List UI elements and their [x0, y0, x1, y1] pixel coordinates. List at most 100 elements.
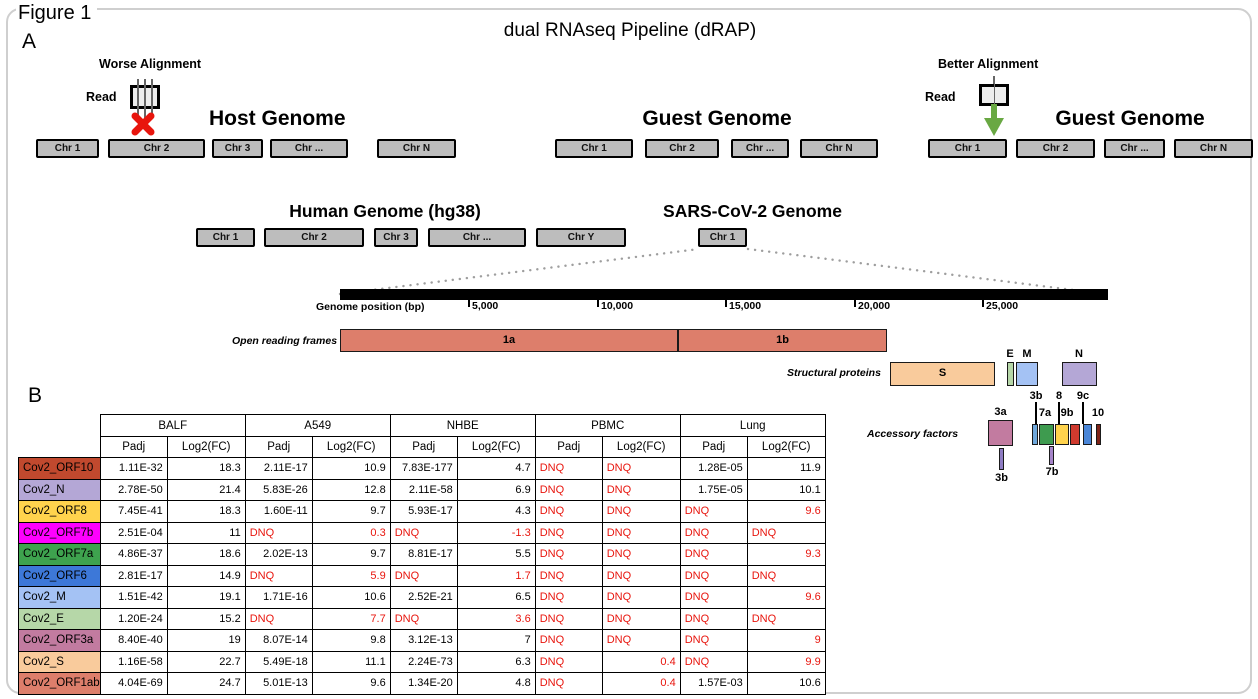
value-cell: 9.3	[746, 543, 826, 566]
accessory-3b-label: 3b	[1029, 390, 1043, 402]
value-cell: 1.60E-11	[244, 500, 313, 523]
value-cell: 2.11E-58	[389, 478, 458, 501]
value-cell: 9.6	[746, 500, 826, 523]
worse-alignment-caption: Worse Alignment	[99, 57, 202, 71]
value-cell: DNQ	[244, 607, 313, 630]
value-cell: 9.7	[311, 543, 391, 566]
value-cell: 5.9	[311, 564, 391, 587]
value-cell: DNQ	[601, 500, 681, 523]
protein-m-box	[1016, 362, 1038, 386]
gene-label: Cov2_M	[18, 586, 101, 609]
read-icon	[979, 84, 1009, 106]
value-cell: 1.51E-42	[99, 586, 168, 609]
accessory-3a-box	[988, 420, 1013, 446]
chromosome-box: Chr ...	[270, 139, 348, 158]
label-leader-line	[1082, 402, 1084, 424]
value-cell: 9.8	[311, 629, 391, 652]
value-cell: DNQ	[244, 521, 313, 544]
value-cell: DNQ	[534, 586, 603, 609]
accessory-10-box	[1096, 424, 1101, 445]
value-cell: 18.3	[166, 457, 246, 480]
accessory-3b-box	[1032, 424, 1038, 445]
accessory-7a-label: 7a	[1038, 407, 1052, 419]
genome-scale-bar	[340, 289, 1108, 300]
gene-label: Cov2_ORF7b	[18, 521, 101, 544]
sub-column-header: Padj	[679, 436, 748, 458]
value-cell: 9.9	[746, 650, 826, 673]
accessory-9c-box	[1083, 424, 1092, 445]
chromosome-box: Chr 3	[212, 139, 263, 158]
value-cell: 5.5	[456, 543, 536, 566]
chromosome-box: Chr 2	[1016, 139, 1095, 158]
gene-label: Cov2_N	[18, 478, 101, 501]
value-cell: 5.49E-18	[244, 650, 313, 673]
orf-1a-box: 1a	[340, 329, 678, 352]
sub-column-header: Log2(FC)	[601, 436, 681, 458]
chromosome-box: Chr 1	[196, 228, 255, 247]
column-group-header: PBMC	[534, 414, 681, 437]
axis-tick	[854, 300, 856, 307]
value-cell: 2.24E-73	[389, 650, 458, 673]
value-cell: 21.4	[166, 478, 246, 501]
chromosome-box: Chr N	[1174, 139, 1253, 158]
value-cell: DNQ	[244, 564, 313, 587]
host-genome-heading: Host Genome	[209, 107, 346, 130]
gene-label: Cov2_ORF1ab	[18, 672, 101, 695]
protein-e-label: E	[1006, 348, 1014, 360]
match-line	[993, 84, 995, 106]
value-cell: 14.9	[166, 564, 246, 587]
chromosome-box: Chr ...	[428, 228, 526, 247]
axis-tick-label: 5,000	[472, 300, 499, 312]
value-cell: 1.57E-03	[679, 672, 748, 695]
value-cell: 12.8	[311, 478, 391, 501]
chromosome-box: Chr N	[377, 139, 456, 158]
value-cell: 5.01E-13	[244, 672, 313, 695]
value-cell: 8.07E-14	[244, 629, 313, 652]
value-cell: 2.52E-21	[389, 586, 458, 609]
chromosome-box: Chr 3	[374, 228, 418, 247]
value-cell: 6.3	[456, 650, 536, 673]
value-cell: DNQ	[601, 607, 681, 630]
value-cell: 7	[456, 629, 536, 652]
axis-tick	[468, 300, 470, 307]
value-cell: DNQ	[534, 521, 603, 544]
value-cell: 0.4	[601, 672, 681, 695]
value-cell: 2.11E-17	[244, 457, 313, 480]
value-cell: DNQ	[389, 564, 458, 587]
value-cell: 4.8	[456, 672, 536, 695]
column-group-header: Lung	[679, 414, 826, 437]
value-cell: 22.7	[166, 650, 246, 673]
accessory-9b-label: 9b	[1060, 407, 1074, 419]
value-cell: 8.40E-40	[99, 629, 168, 652]
sub-column-header: Log2(FC)	[311, 436, 391, 458]
axis-tick-label: 25,000	[986, 300, 1019, 312]
value-cell: 7.83E-177	[389, 457, 458, 480]
value-cell: DNQ	[746, 521, 826, 544]
read-label: Read	[925, 90, 956, 104]
value-cell: 7.45E-41	[99, 500, 168, 523]
value-cell: 4.04E-69	[99, 672, 168, 695]
sub-column-header: Padj	[99, 436, 168, 458]
value-cell: 5.93E-17	[389, 500, 458, 523]
chromosome-box: Chr ...	[1104, 139, 1165, 158]
sub-column-header: Log2(FC)	[746, 436, 826, 458]
value-cell: 11	[166, 521, 246, 544]
accessory-7b-box	[1049, 446, 1054, 465]
value-cell: 1.7	[456, 564, 536, 587]
chromosome-box: Chr N	[800, 139, 878, 158]
value-cell: DNQ	[389, 521, 458, 544]
value-cell: 19.1	[166, 586, 246, 609]
protein-n-label: N	[1075, 348, 1083, 360]
value-cell: 3.12E-13	[389, 629, 458, 652]
value-cell: 6.5	[456, 586, 536, 609]
protein-s-box: S	[890, 362, 995, 386]
panel-b-label: B	[28, 384, 43, 407]
value-cell: DNQ	[601, 564, 681, 587]
value-cell: 9	[746, 629, 826, 652]
sub-column-header: Padj	[534, 436, 603, 458]
